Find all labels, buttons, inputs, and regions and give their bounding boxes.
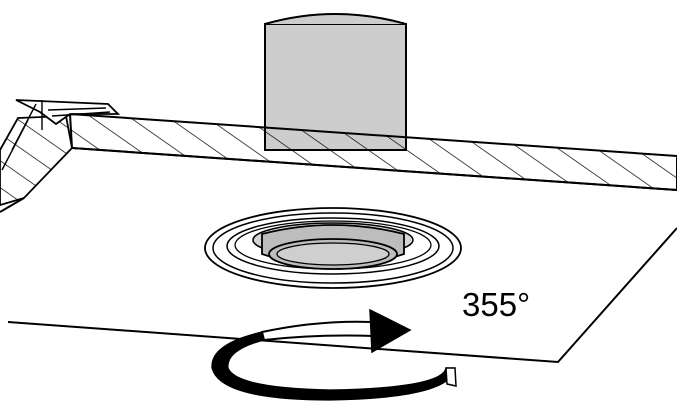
rotation-arrowhead [369,308,412,354]
rotation-angle-label: 355° [462,286,531,323]
panel-cross-section [0,99,677,206]
panel-outline [0,147,677,364]
cylinder-top-edge [264,13,407,25]
rotation-band-back [211,331,456,401]
rotation-band-tail [445,367,457,387]
protruding-cylinder-inner [276,242,390,266]
corner-bracket-detail [1,100,111,171]
curved-rotation-arrow-icon [211,308,457,401]
opening-rings [204,207,462,289]
hatched-edge [68,112,677,192]
rotation-band-front [260,320,376,342]
hatched-corner-left [0,115,73,206]
panel-surface [0,147,677,364]
